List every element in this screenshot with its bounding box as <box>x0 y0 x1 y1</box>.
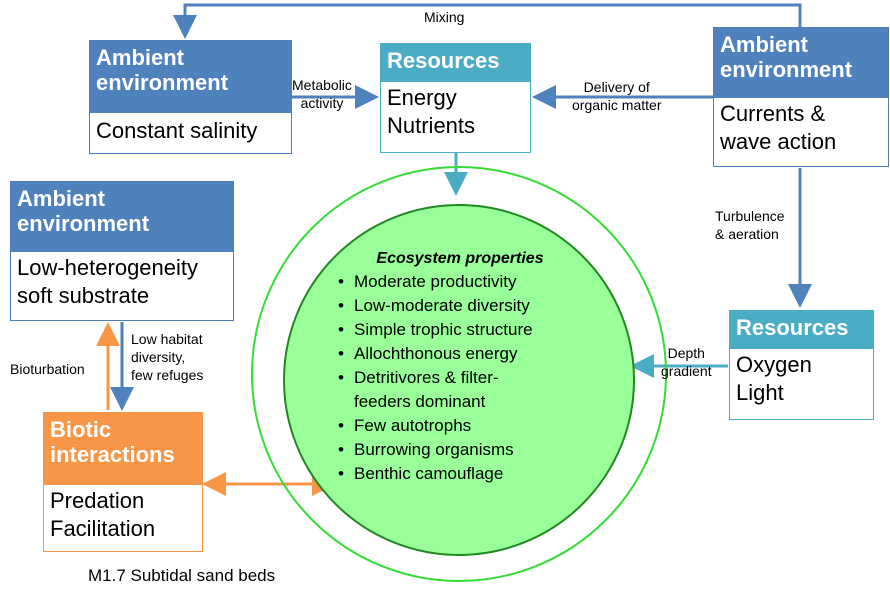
delivery-label-line-2: organic matter <box>572 97 662 114</box>
mixing-label: Mixing <box>424 9 465 25</box>
low-habitat-label: Low habitat diversity, few refuges <box>131 330 203 385</box>
resources-energy-line-1: Energy <box>387 85 457 110</box>
ambient-substrate-box: Ambient environment Low-heterogeneity so… <box>10 181 234 321</box>
figure-caption: M1.7 Subtidal sand beds <box>88 566 276 585</box>
resources-energy-line-2: Nutrients <box>387 112 476 138</box>
ambient-currents-header: Ambient environment <box>714 28 888 98</box>
ecosystem-item: Moderate productivity <box>338 270 600 294</box>
biotic-interactions-box: Biotic interactions Predation Facilitati… <box>43 412 203 552</box>
ambient-substrate-line-2: soft substrate <box>17 282 150 308</box>
ecosystem-item-continuation: feeders dominant <box>354 392 486 411</box>
ecosystem-outer-ring <box>251 166 667 582</box>
low-habitat-label-line-1: Low habitat <box>131 331 203 347</box>
low-habitat-label-line-3: few refuges <box>131 367 204 384</box>
biotic-line-2: Facilitation <box>50 515 156 541</box>
resources-oxygen-header: Resources <box>730 311 873 349</box>
ambient-currents-line-2: wave action <box>720 128 837 154</box>
ecosystem-item: Few autotrophs <box>338 414 600 438</box>
ecosystem-item: Detritivores & filter- <box>338 366 600 390</box>
resources-energy-body: Energy Nutrients <box>381 82 530 139</box>
resources-energy-box: Resources Energy Nutrients <box>380 43 531 153</box>
resources-energy-header: Resources <box>381 44 530 82</box>
ambient-substrate-header: Ambient environment <box>11 182 233 252</box>
biotic-interactions-body: Predation Facilitation <box>44 485 202 542</box>
bioturbation-label: Bioturbation <box>10 361 85 377</box>
ambient-currents-line-1: Currents & <box>720 101 826 126</box>
biotic-header-line-2: interactions <box>50 442 175 468</box>
delivery-label: Delivery of organic matter <box>572 78 661 114</box>
delivery-label-line-1: Delivery of <box>583 79 650 95</box>
low-habitat-label-line-2: diversity, <box>131 349 186 366</box>
ecosystem-item: Benthic camouflage <box>338 462 600 486</box>
ambient-currents-box: Ambient environment Currents & wave acti… <box>713 27 889 167</box>
ambient-substrate-body: Low-heterogeneity soft substrate <box>11 252 233 309</box>
ambient-currents-body: Currents & wave action <box>714 98 888 155</box>
ecosystem-item: Allochthonous energy <box>338 342 600 366</box>
depth-label-line-1: Depth <box>667 345 705 361</box>
depth-label: Depth gradient <box>661 344 712 380</box>
metabolic-label-line-2: activity <box>300 95 344 112</box>
resources-oxygen-body: Oxygen Light <box>730 349 873 406</box>
ambient-salinity-body: Constant salinity <box>96 118 258 143</box>
ambient-salinity-header: Ambient environment <box>90 41 291 113</box>
turbulence-label-line-1: Turbulence <box>715 208 785 224</box>
biotic-interactions-header: Biotic interactions <box>44 413 202 485</box>
resources-oxygen-line-2: Light <box>736 379 784 405</box>
ecosystem-item: Low-moderate diversity <box>338 294 600 318</box>
ambient-salinity-box: Ambient environment Constant salinity <box>89 40 292 154</box>
ecosystem-properties: Ecosystem properties Moderate productivi… <box>330 250 600 486</box>
mixing-arrow <box>173 3 802 39</box>
biotic-line-1: Predation <box>50 488 145 513</box>
ecosystem-item: Burrowing organisms <box>338 438 600 462</box>
metabolic-label: Metabolic activity <box>292 76 352 112</box>
ecosystem-list: Moderate productivity Low-moderate diver… <box>330 270 600 486</box>
ecosystem-item: Simple trophic structure <box>338 318 600 342</box>
metabolic-label-line-1: Metabolic <box>292 77 352 93</box>
turbulence-label-line-2: & aeration <box>715 226 779 243</box>
depth-label-line-2: gradient <box>661 363 712 380</box>
resources-oxygen-box: Resources Oxygen Light <box>729 310 874 420</box>
ecosystem-title: Ecosystem properties <box>376 250 544 267</box>
biotic-header-line-1: Biotic <box>50 417 112 442</box>
turbulence-label: Turbulence & aeration <box>715 207 785 243</box>
resources-oxygen-line-1: Oxygen <box>736 352 812 377</box>
ambient-substrate-line-1: Low-heterogeneity <box>17 255 199 280</box>
